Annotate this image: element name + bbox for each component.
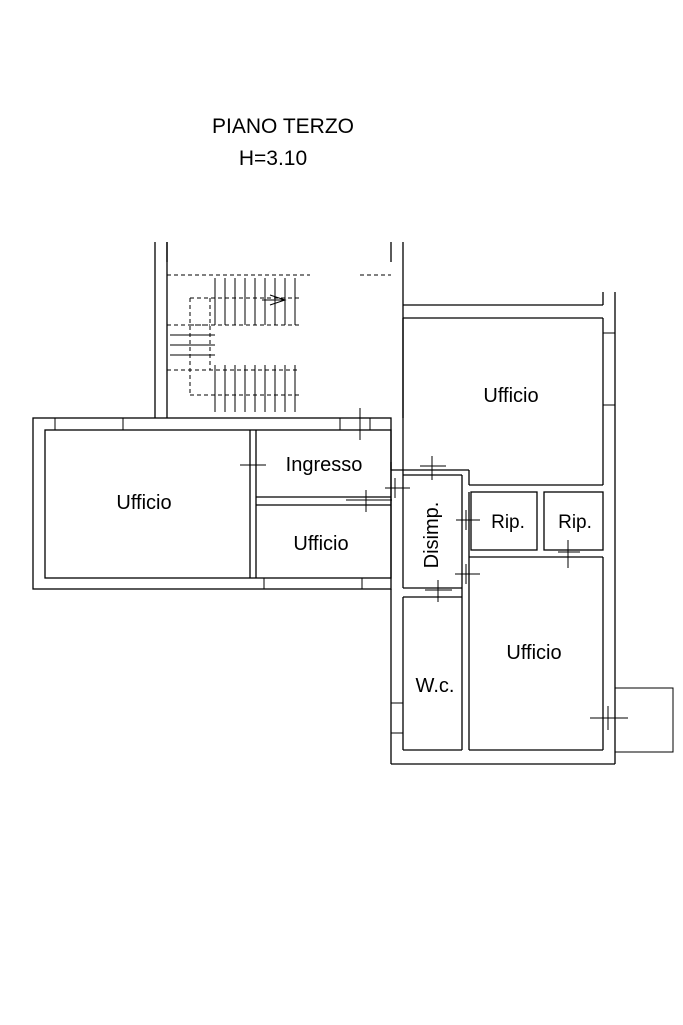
- left-wing-walls: [32, 417, 392, 590]
- room-label-rip-2: Rip.: [558, 512, 592, 533]
- floor-title: PIANO TERZO: [212, 115, 354, 138]
- room-label-ufficio-small: Ufficio: [293, 533, 348, 555]
- floor-height: H=3.10: [239, 147, 307, 170]
- room-label-ufficio-left: Ufficio: [116, 492, 171, 514]
- room-label-disimpegno: Disimp.: [421, 502, 443, 569]
- room-label-wc: W.c.: [416, 675, 455, 697]
- stair-treads: [170, 278, 296, 412]
- room-label-ufficio-bottom-right: Ufficio: [506, 642, 561, 664]
- room-label-rip-1: Rip.: [491, 512, 525, 533]
- stair-direction-arrow: [262, 294, 287, 306]
- staircase: [154, 242, 404, 418]
- room-label-ufficio-top-right: Ufficio: [483, 385, 538, 407]
- room-label-ingresso: Ingresso: [286, 454, 363, 476]
- door-markers: [240, 408, 628, 730]
